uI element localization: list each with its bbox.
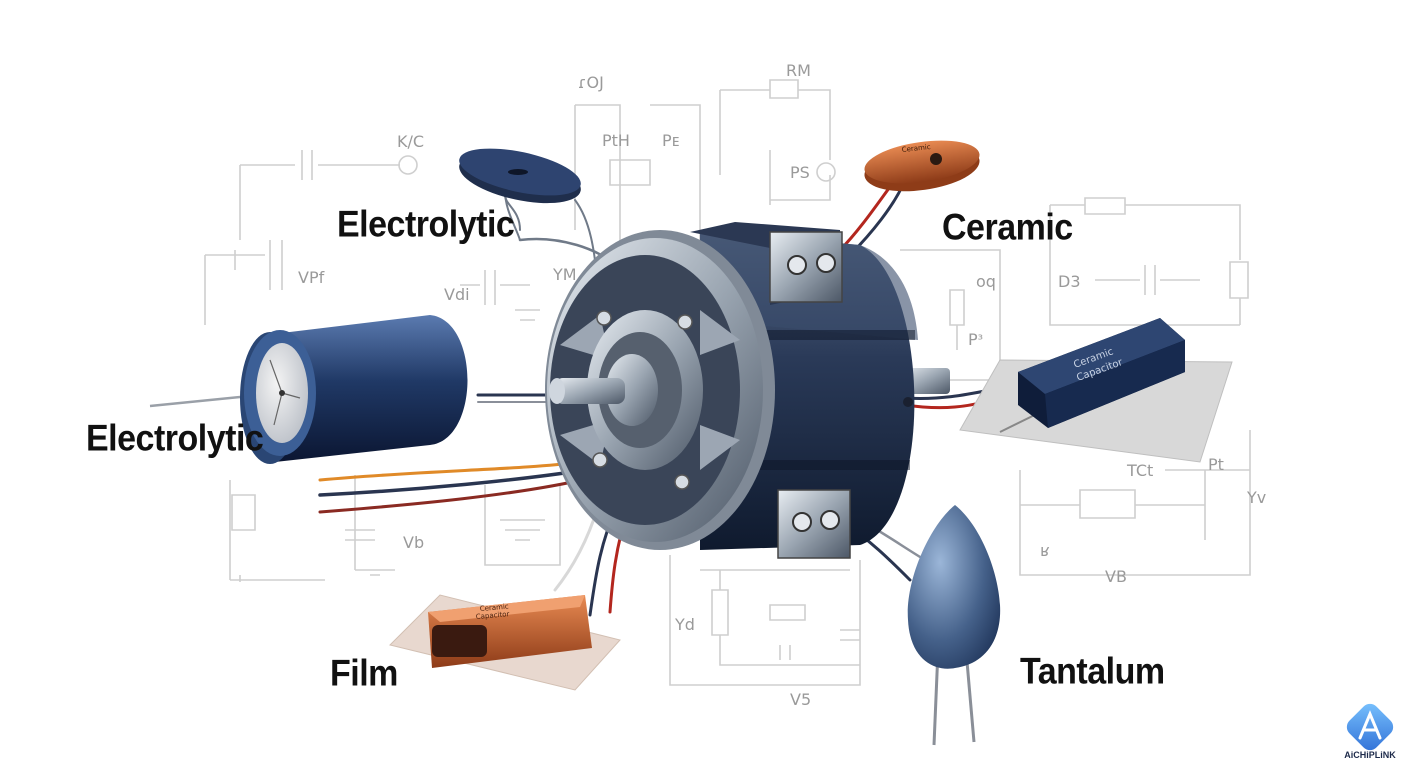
schematic-labels: K/C VPf Vdi YM ɾOJ PtH Pᴇ RM PS oq Pᶟ D3… (298, 61, 1266, 709)
schematic-label: VB (1105, 567, 1127, 586)
schematic-label: Yd (674, 615, 695, 634)
motor-shaft (555, 378, 625, 404)
ceramic-disc-marking: Ceramic (901, 143, 931, 154)
schematic-label: PS (790, 163, 810, 182)
schematic-label: K/C (397, 132, 424, 151)
film-marking-2: Capacitor (475, 610, 509, 621)
schematic-label: PtH (602, 131, 630, 150)
label-film: Film (330, 653, 398, 695)
label-tantalum: Tantalum (1020, 651, 1165, 693)
schematic-label: ʁ (1040, 541, 1050, 560)
schematic-label: ɾOJ (578, 73, 604, 92)
schematic-label: Pt (1208, 455, 1224, 474)
schematic-label: Pᶟ (968, 330, 983, 349)
schematic-label: V5 (790, 690, 811, 709)
label-ceramic: Ceramic (942, 207, 1073, 249)
schematic-label: D3 (1058, 272, 1081, 291)
label-electrolytic-top: Electrolytic (337, 204, 515, 246)
brand-name: AiCHiPLiNK (1344, 750, 1396, 760)
terminal-box-bottom (777, 489, 851, 559)
schematic-label: RM (786, 61, 811, 80)
label-electrolytic-left: Electrolytic (86, 418, 264, 460)
schematic-label: Vb (403, 533, 424, 552)
schematic-label: Vdi (444, 285, 470, 304)
electrolytic-capacitor-cylinder (149, 315, 468, 464)
schematic-label: TCt (1126, 461, 1153, 480)
film-capacitor: Ceramic Capacitor (389, 594, 621, 691)
motor (545, 222, 950, 559)
schematic-background (204, 79, 1251, 686)
schematic-label: oq (976, 272, 996, 291)
schematic-label: Pᴇ (662, 131, 680, 150)
ceramic-disc-capacitor: Ceramic (864, 140, 980, 192)
disc-capacitor-dark (459, 148, 581, 241)
film-marking-1: Ceramic (479, 602, 509, 613)
ceramic-box-capacitor: Ceramic Capacitor (959, 318, 1233, 463)
tantalum-capacitor (907, 505, 1001, 746)
schematic-label: VPf (298, 268, 325, 287)
schematic-label: YM (552, 265, 577, 284)
schematic-label: Yv (1246, 488, 1266, 507)
aichiplink-logo-icon (1346, 703, 1394, 751)
